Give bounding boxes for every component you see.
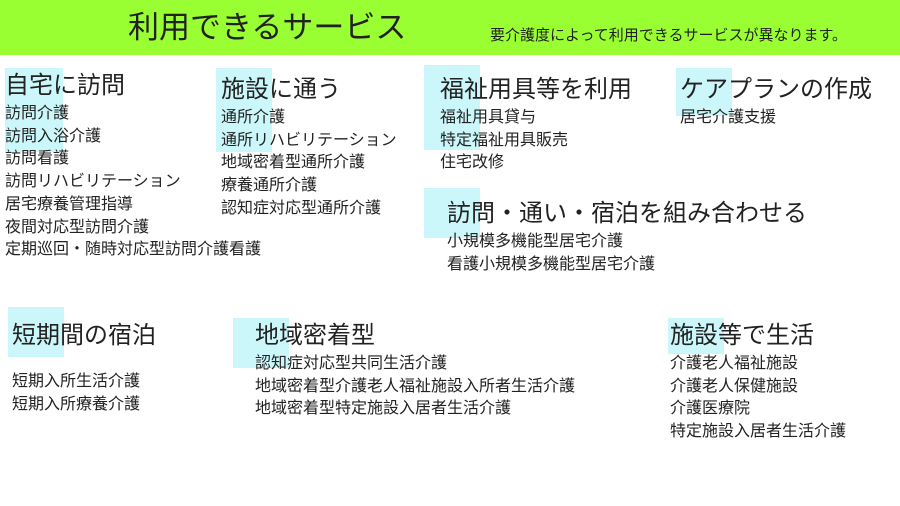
section-heading: 訪問・通い・宿泊を組み合わせる [447, 199, 807, 227]
accent-square [668, 318, 724, 354]
section-heading: 施設に通う [221, 75, 341, 103]
accent-square [5, 68, 63, 152]
section-heading: 施設等で生活 [670, 321, 814, 349]
list-item: 特定福祉用具販売 [440, 129, 569, 149]
list-item: 住宅改修 [440, 152, 505, 172]
service-list: 認知症対応型共同生活介護 地域密着型介護老人福祉施設入所者生活介護 地域密着型特… [255, 352, 575, 420]
accent-square [676, 68, 732, 116]
list-item: 地域密着型通所介護 [221, 152, 366, 172]
service-list: 訪問介護 訪問入浴介護 訪問看護 訪問リハビリテーション 居宅療養管理指導 夜間… [5, 102, 261, 261]
page-title: 利用できるサービス [128, 10, 407, 46]
section-combined-services: 訪問・通い・宿泊を組み合わせる 小規模多機能型居宅介護 看護小規模多機能型居宅介… [447, 196, 807, 275]
accent-square [424, 188, 480, 238]
list-item: 居宅介護支援 [680, 107, 777, 126]
list-item: 居宅療養管理指導 [5, 193, 134, 213]
section-community-based: 地域密着型 認知症対応型共同生活介護 地域密着型介護老人福祉施設入所者生活介護 … [255, 318, 575, 420]
service-list: 介護老人福祉施設 介護老人保健施設 介護医療院 特定施設入居者生活介護 [670, 352, 846, 443]
list-item: 看護小規模多機能型居宅介護 [447, 253, 656, 273]
list-item: 介護老人福祉施設 [670, 353, 799, 372]
service-list: 通所介護 通所リハビリテーション 地域密着型通所介護 療養通所介護 認知症対応型… [221, 106, 397, 220]
service-list: 居宅介護支援 [680, 106, 872, 129]
list-item: 地域密着型特定施設入居者生活介護 [255, 398, 512, 418]
section-heading: 地域密着型 [255, 321, 375, 349]
section-heading: 福祉用具等を利用 [440, 75, 632, 103]
section-heading: 自宅に訪問 [5, 71, 125, 99]
list-item: 小規模多機能型居宅介護 [447, 231, 624, 250]
list-item: 訪問介護 [5, 103, 70, 122]
list-item: 療養通所介護 [221, 175, 318, 195]
list-item: 通所リハビリテーション [221, 129, 397, 149]
section-heading: 短期間の宿泊 [12, 321, 156, 349]
accent-square [233, 318, 289, 368]
header-bar: 利用できるサービス 要介護度によって利用できるサービスが異なります。 [0, 0, 900, 55]
accent-square [216, 68, 272, 152]
page-subtitle: 要介護度によって利用できるサービスが異なります。 [490, 26, 848, 44]
list-item: 訪問看護 [5, 148, 70, 168]
list-item: 認知症対応型共同生活介護 [255, 353, 448, 372]
section-home-visit: 自宅に訪問 訪問介護 訪問入浴介護 訪問看護 訪問リハビリテーション 居宅療養管… [5, 68, 261, 261]
list-item: 認知症対応型通所介護 [221, 197, 382, 217]
list-item: 訪問入浴介護 [5, 125, 102, 145]
section-heading: ケアプランの作成 [680, 75, 872, 103]
list-item: 福祉用具貸与 [440, 107, 537, 126]
accent-square [424, 65, 480, 150]
service-list: 短期入所生活介護 短期入所療養介護 [12, 370, 156, 415]
list-item: 短期入所療養介護 [12, 393, 141, 413]
section-short-stay: 短期間の宿泊 短期入所生活介護 短期入所療養介護 [12, 318, 156, 415]
list-item: 特定施設入居者生活介護 [670, 421, 847, 441]
list-item: 通所介護 [221, 107, 286, 126]
list-item: 介護医療院 [670, 398, 751, 418]
list-item: 地域密着型介護老人福祉施設入所者生活介護 [255, 375, 576, 395]
list-item: 夜間対応型訪問介護 [5, 216, 150, 236]
list-item: 短期入所生活介護 [12, 371, 141, 390]
list-item: 定期巡回・随時対応型訪問介護看護 [5, 239, 262, 259]
accent-square [8, 307, 64, 357]
section-care-plan: ケアプランの作成 居宅介護支援 [680, 72, 872, 129]
section-day-service: 施設に通う 通所介護 通所リハビリテーション 地域密着型通所介護 療養通所介護 … [221, 72, 397, 220]
section-welfare-equipment: 福祉用具等を利用 福祉用具貸与 特定福祉用具販売 住宅改修 [440, 72, 632, 174]
section-facility-living: 施設等で生活 介護老人福祉施設 介護老人保健施設 介護医療院 特定施設入居者生活… [670, 318, 846, 443]
list-item: 介護老人保健施設 [670, 375, 799, 395]
service-list: 小規模多機能型居宅介護 看護小規模多機能型居宅介護 [447, 230, 807, 275]
list-item: 訪問リハビリテーション [5, 171, 181, 191]
service-list: 福祉用具貸与 特定福祉用具販売 住宅改修 [440, 106, 632, 174]
